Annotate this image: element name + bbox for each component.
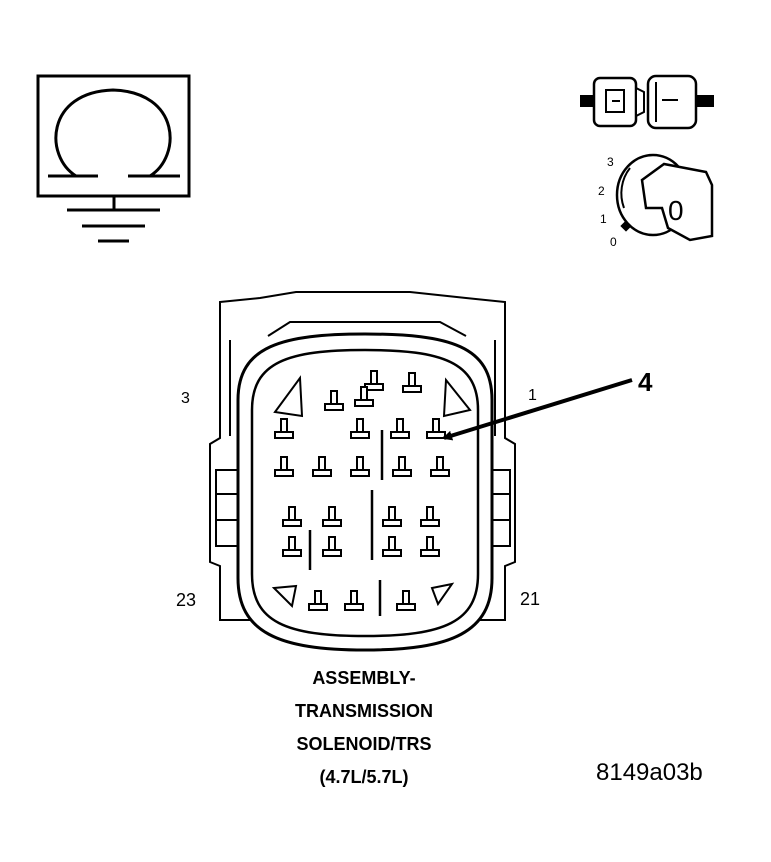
callout-arrow [442, 378, 633, 441]
connector-disconnected-icon [580, 74, 714, 130]
caption-line-4: (4.7L/5.7L) [319, 767, 408, 787]
figure-id: 8149a03b [596, 759, 703, 786]
ignition-position-3: 3 [607, 155, 614, 169]
ignition-position-2: 2 [598, 184, 605, 198]
caption-line-1: ASSEMBLY- [312, 668, 415, 688]
caption-line-2: TRANSMISSION [295, 701, 433, 721]
caption-line-3: SOLENOID/TRS [296, 734, 431, 754]
ignition-switch-off-icon [615, 153, 714, 242]
callout-label: 4 [638, 367, 653, 397]
pin-label-1: 1 [528, 387, 537, 404]
ignition-key-label: 0 [668, 195, 684, 226]
pin-label-3: 3 [181, 390, 190, 407]
ignition-position-0: 0 [610, 235, 617, 249]
ignition-position-1: 1 [600, 212, 607, 226]
ohm-ground-icon [36, 74, 191, 243]
pin-label-23: 23 [176, 590, 196, 610]
pin-label-21: 21 [520, 589, 540, 609]
